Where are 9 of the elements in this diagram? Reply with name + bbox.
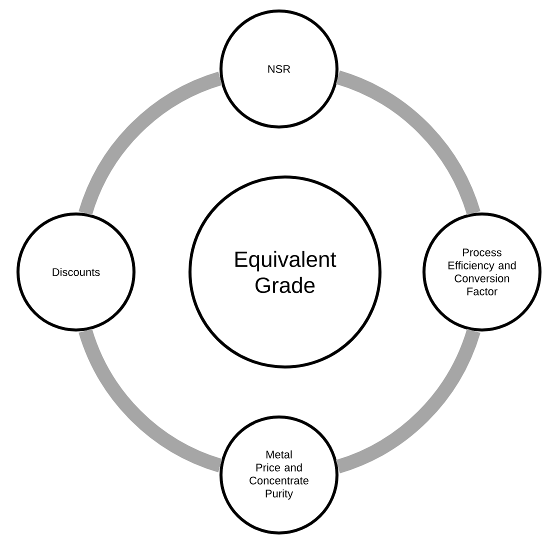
ring-segment <box>336 70 480 216</box>
circle-node: Equivalent Grade <box>188 176 382 368</box>
circle-node: Metal Price and Concentrate Purity <box>220 415 338 534</box>
circle-node: Discounts <box>16 212 136 332</box>
ring-segment <box>78 72 222 216</box>
ring-segment <box>78 328 222 472</box>
circle-node: NSR <box>220 10 338 128</box>
ring-segment <box>336 328 480 474</box>
circle-node: Process Efficiency and Conversion Factor <box>422 212 542 332</box>
